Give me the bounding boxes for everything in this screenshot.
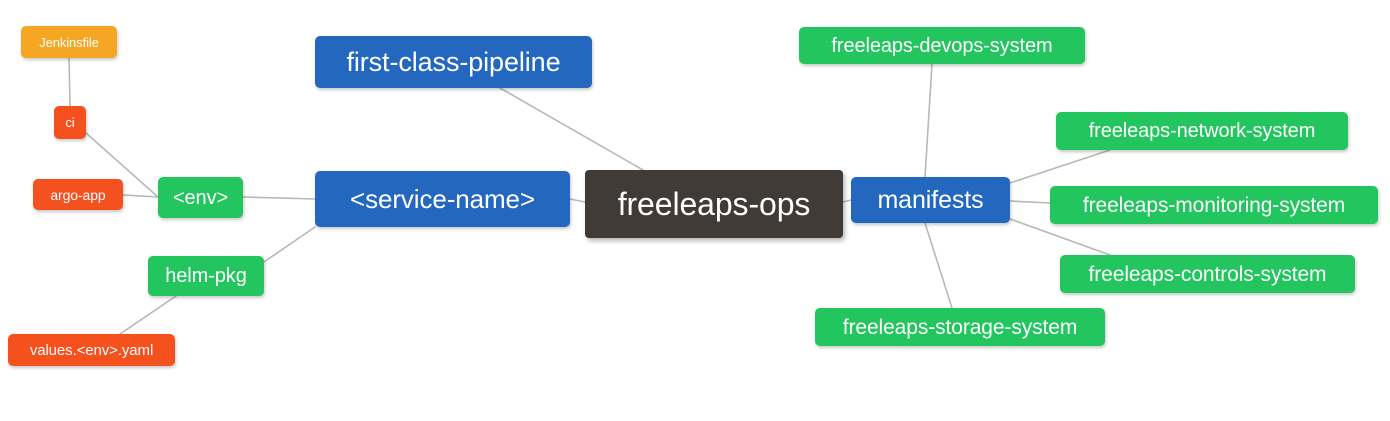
node-label-service-name: <service-name> xyxy=(349,184,536,214)
node-freeleaps-controls-system[interactable]: freeleaps-controls-system xyxy=(1060,255,1355,293)
edge-helm-pkg-to-values-yaml xyxy=(119,295,177,335)
node-label-freeleaps-network-system: freeleaps-network-system xyxy=(1088,120,1316,142)
node-freeleaps-ops[interactable]: freeleaps-ops xyxy=(585,170,843,238)
node-label-values-yaml: values.<env>.yaml xyxy=(29,341,154,359)
node-label-helm-pkg: helm-pkg xyxy=(165,265,247,287)
node-label-env: <env> xyxy=(172,186,229,209)
edge-manifests-to-freeleaps-controls-system xyxy=(1009,218,1111,256)
node-values-yaml[interactable]: values.<env>.yaml xyxy=(8,334,175,366)
node-label-freeleaps-ops: freeleaps-ops xyxy=(617,186,811,222)
edge-freeleaps-ops-to-manifests xyxy=(842,199,852,203)
node-label-jenkinsfile: Jenkinsfile xyxy=(39,34,99,50)
node-freeleaps-network-system[interactable]: freeleaps-network-system xyxy=(1056,112,1348,150)
node-label-argo-app: argo-app xyxy=(50,186,106,203)
edge-service-name-to-freeleaps-ops xyxy=(569,198,586,203)
node-first-class-pipeline[interactable]: first-class-pipeline xyxy=(315,36,592,88)
edge-manifests-to-freeleaps-monitoring-system xyxy=(1009,200,1051,204)
node-helm-pkg[interactable]: helm-pkg xyxy=(148,256,264,296)
edge-first-class-pipeline-to-freeleaps-ops xyxy=(499,87,644,171)
edge-argo-app-to-env xyxy=(122,194,159,198)
edge-manifests-to-freeleaps-devops-system xyxy=(924,63,933,178)
node-service-name[interactable]: <service-name> xyxy=(315,171,570,227)
edge-service-name-to-helm-pkg xyxy=(263,226,316,263)
node-label-freeleaps-monitoring-system: freeleaps-monitoring-system xyxy=(1082,193,1346,217)
node-label-freeleaps-controls-system: freeleaps-controls-system xyxy=(1088,262,1327,286)
node-freeleaps-devops-system[interactable]: freeleaps-devops-system xyxy=(799,27,1085,64)
edge-manifests-to-freeleaps-storage-system xyxy=(924,222,953,309)
node-env[interactable]: <env> xyxy=(158,177,243,218)
edge-env-to-service-name xyxy=(242,196,316,200)
node-manifests[interactable]: manifests xyxy=(851,177,1010,223)
node-argo-app[interactable]: argo-app xyxy=(33,179,123,210)
node-label-freeleaps-storage-system: freeleaps-storage-system xyxy=(842,315,1078,339)
node-label-first-class-pipeline: first-class-pipeline xyxy=(346,46,561,77)
node-freeleaps-monitoring-system[interactable]: freeleaps-monitoring-system xyxy=(1050,186,1378,224)
edge-jenkinsfile-to-ci xyxy=(68,57,71,107)
node-jenkinsfile[interactable]: Jenkinsfile xyxy=(21,26,117,58)
node-freeleaps-storage-system[interactable]: freeleaps-storage-system xyxy=(815,308,1105,346)
edge-manifests-to-freeleaps-network-system xyxy=(1009,149,1111,184)
node-label-ci: ci xyxy=(65,115,75,130)
node-label-freeleaps-devops-system: freeleaps-devops-system xyxy=(831,34,1053,57)
node-label-manifests: manifests xyxy=(877,185,984,214)
node-ci[interactable]: ci xyxy=(54,106,86,139)
